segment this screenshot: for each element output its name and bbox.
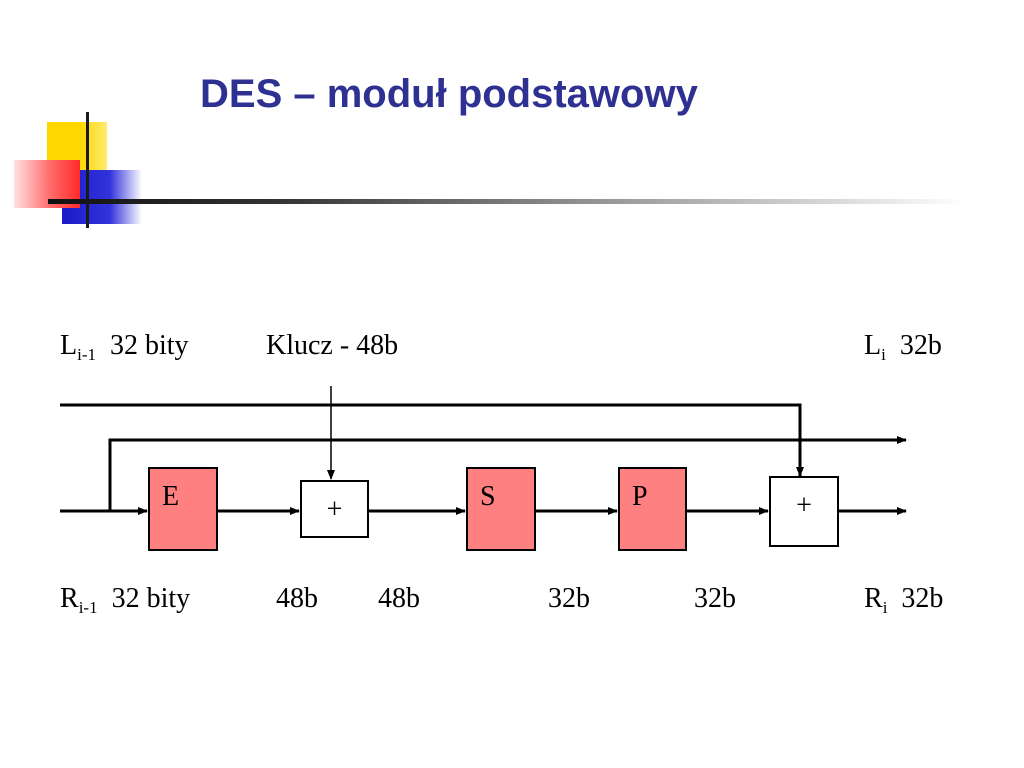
xor-key-block: + — [300, 480, 369, 538]
label-l-output: Li 32b — [864, 330, 942, 364]
wire-r-to-l-output — [108, 436, 907, 511]
xor-key-block-label: + — [326, 494, 343, 525]
label-key: Klucz - 48b — [266, 330, 399, 361]
xor-l-block-label: + — [796, 490, 812, 521]
label-r-input: Ri-1 32 bity — [60, 583, 191, 617]
label-bits-after-xor: 48b — [378, 583, 420, 614]
label-l-input: Li-1 32 bity — [60, 330, 189, 364]
permutation-block-label: P — [632, 481, 648, 512]
label-r-output: Ri 32b — [864, 583, 944, 617]
deco-vertical-line — [86, 112, 89, 228]
sbox-block: S — [466, 467, 536, 551]
wire-l-input — [60, 403, 804, 477]
expansion-block-label: E — [162, 481, 180, 512]
label-bits-after-p: 32b — [694, 583, 736, 614]
label-bits-after-e: 48b — [276, 583, 318, 614]
sbox-block-label: S — [480, 481, 496, 512]
expansion-block: E — [148, 467, 218, 551]
label-bits-after-s: 32b — [548, 583, 590, 614]
deco-horizontal-line — [48, 199, 968, 204]
slide-title: DES – moduł podstawowy — [200, 72, 698, 116]
permutation-block: P — [618, 467, 687, 551]
xor-l-block: + — [769, 476, 839, 547]
